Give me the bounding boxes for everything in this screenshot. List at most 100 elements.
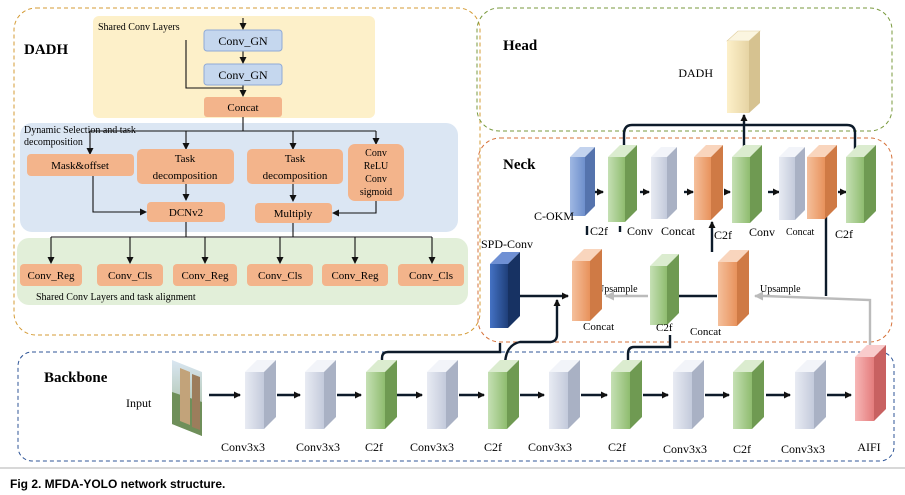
task-a-line-1: Task [175,153,196,165]
neck-block-c2f-top-1 [608,145,637,222]
task-alignment-label: Shared Conv Layers and task alignment [36,292,196,303]
concat-label: Concat [227,102,258,114]
output-box-3 [173,264,237,286]
neck-block-c2f-mid [650,254,679,325]
c2f-mid-label: C2f [656,322,673,334]
upsample-label-1: Upsample [597,284,638,295]
backbone-block-c2f-3 [611,360,642,429]
neck-block-concat-right [718,250,749,326]
neck-block-concat-top-1 [694,145,723,220]
backbone-label-6: Conv3x3 [528,440,572,454]
backbone-block-conv-3 [427,360,458,429]
backbone-label-9: C2f [733,442,751,456]
backbone-label-3: C2f [365,440,383,454]
dyn-label-2: decomposition [24,137,83,148]
conv-gn-box-2 [203,63,283,86]
stack-line-2: ReLU [364,161,389,172]
task-decomp-box-b [247,149,343,184]
neck-block-spd-conv [490,252,520,328]
backbone-labels: Conv3x3 Conv3x3 C2f Conv3x3 C2f Conv3x3 … [221,440,881,456]
stack-line-3: Conv [365,174,387,185]
backbone-block-aifi [855,345,886,421]
conv-gn-box-1 [203,29,283,52]
neck-top-label-1: C2f [590,224,608,238]
task-decomp-box-a [137,149,234,184]
output-box-1 [20,264,82,286]
neck-block-conv-top-1 [651,147,677,219]
backbone-label-4: Conv3x3 [410,440,454,454]
concat-left-label: Concat [583,321,614,333]
backbone-block-conv-6 [795,360,826,429]
head-dadh-block [727,41,749,113]
dcnv2-label: DCNv2 [169,207,203,219]
task-b-line-1: Task [285,153,306,165]
backbone-label-8: Conv3x3 [663,442,707,456]
backbone-block-c2f-2 [488,360,519,429]
output-label-3: Conv_Reg [181,270,229,282]
backbone-label-5: C2f [484,440,502,454]
mask-offset-box [27,154,134,176]
backbone-label-10: Conv3x3 [781,442,825,456]
multiply-label: Multiply [274,208,313,220]
neck-top-label-2: Conv [627,224,653,238]
backbone-block-conv-4 [549,360,580,429]
output-label-4: Conv_Cls [258,270,302,282]
neck-block-c-okm [570,147,595,216]
output-label-5: Conv_Reg [331,270,379,282]
backbone-title: Backbone [44,370,108,386]
multiply-box [255,203,332,223]
backbone-block-conv-1 [245,360,276,429]
neck-block-c2f-top-3 [846,145,876,223]
neck-block-c2f-top-2 [732,145,762,223]
output-heads: Conv_Reg Conv_Cls Conv_Reg Conv_Cls Conv… [20,264,464,286]
conv-gn-label-1: Conv_GN [218,34,268,48]
neck-top-labels: C2f Conv Concat C2f Conv Concat C2f [590,224,853,242]
neck-panel: Neck [477,137,893,343]
backbone-block-c2f-1 [366,360,397,429]
conv-relu-stack-box [348,144,404,201]
backbone-block-conv-5 [673,360,704,429]
backbone-label-2: Conv3x3 [296,440,340,454]
head-title: Head [503,38,538,54]
task-b-line-2: decomposition [263,170,328,182]
head-dadh-block-side [749,31,760,113]
neck-top-label-3: Concat [661,224,696,238]
conv-gn-label-2: Conv_GN [218,68,268,82]
dyn-label-1: Dynamic Selection and task [24,125,136,136]
neck-top-label-4: C2f [714,228,732,242]
output-label-1: Conv_Reg [27,270,75,282]
figure-caption: Fig 2. MFDA-YOLO network structure. [10,477,225,491]
concat-right-label: Concat [690,326,721,338]
backbone-label-11: AIFI [857,440,880,454]
neck-block-conv-top-2 [779,147,805,220]
head-dadh-label: DADH [678,66,713,80]
stack-line-1: Conv [365,148,387,159]
c-okm-label: C-OKM [534,209,574,223]
backbone-label-1: Conv3x3 [221,440,265,454]
output-label-6: Conv_Cls [409,270,453,282]
input-image [172,360,202,436]
backbone-block-c2f-4 [733,360,764,429]
output-box-5 [322,264,388,286]
output-box-2 [97,264,163,286]
head-panel: Head DADH [476,7,893,132]
neck-top-label-7: C2f [835,227,853,241]
input-label: Input [126,396,152,410]
neck-block-concat-left [572,249,602,321]
concat-box [204,97,282,117]
shared-conv-label: Shared Conv Layers [98,22,180,33]
blocks-layer [245,145,886,429]
neck-title: Neck [503,157,536,173]
backbone-block-conv-2 [305,360,336,429]
neck-block-concat-top-2 [807,145,837,219]
spd-conv-label: SPD-Conv [481,237,533,251]
task-a-line-2: decomposition [153,170,218,182]
mask-offset-label: Mask&offset [51,160,109,172]
output-label-2: Conv_Cls [108,270,152,282]
neck-top-label-6: Concat [786,227,815,238]
output-box-4 [247,264,313,286]
backbone-label-7: C2f [608,440,626,454]
neck-top-label-5: Conv [749,225,775,239]
output-box-6 [398,264,464,286]
